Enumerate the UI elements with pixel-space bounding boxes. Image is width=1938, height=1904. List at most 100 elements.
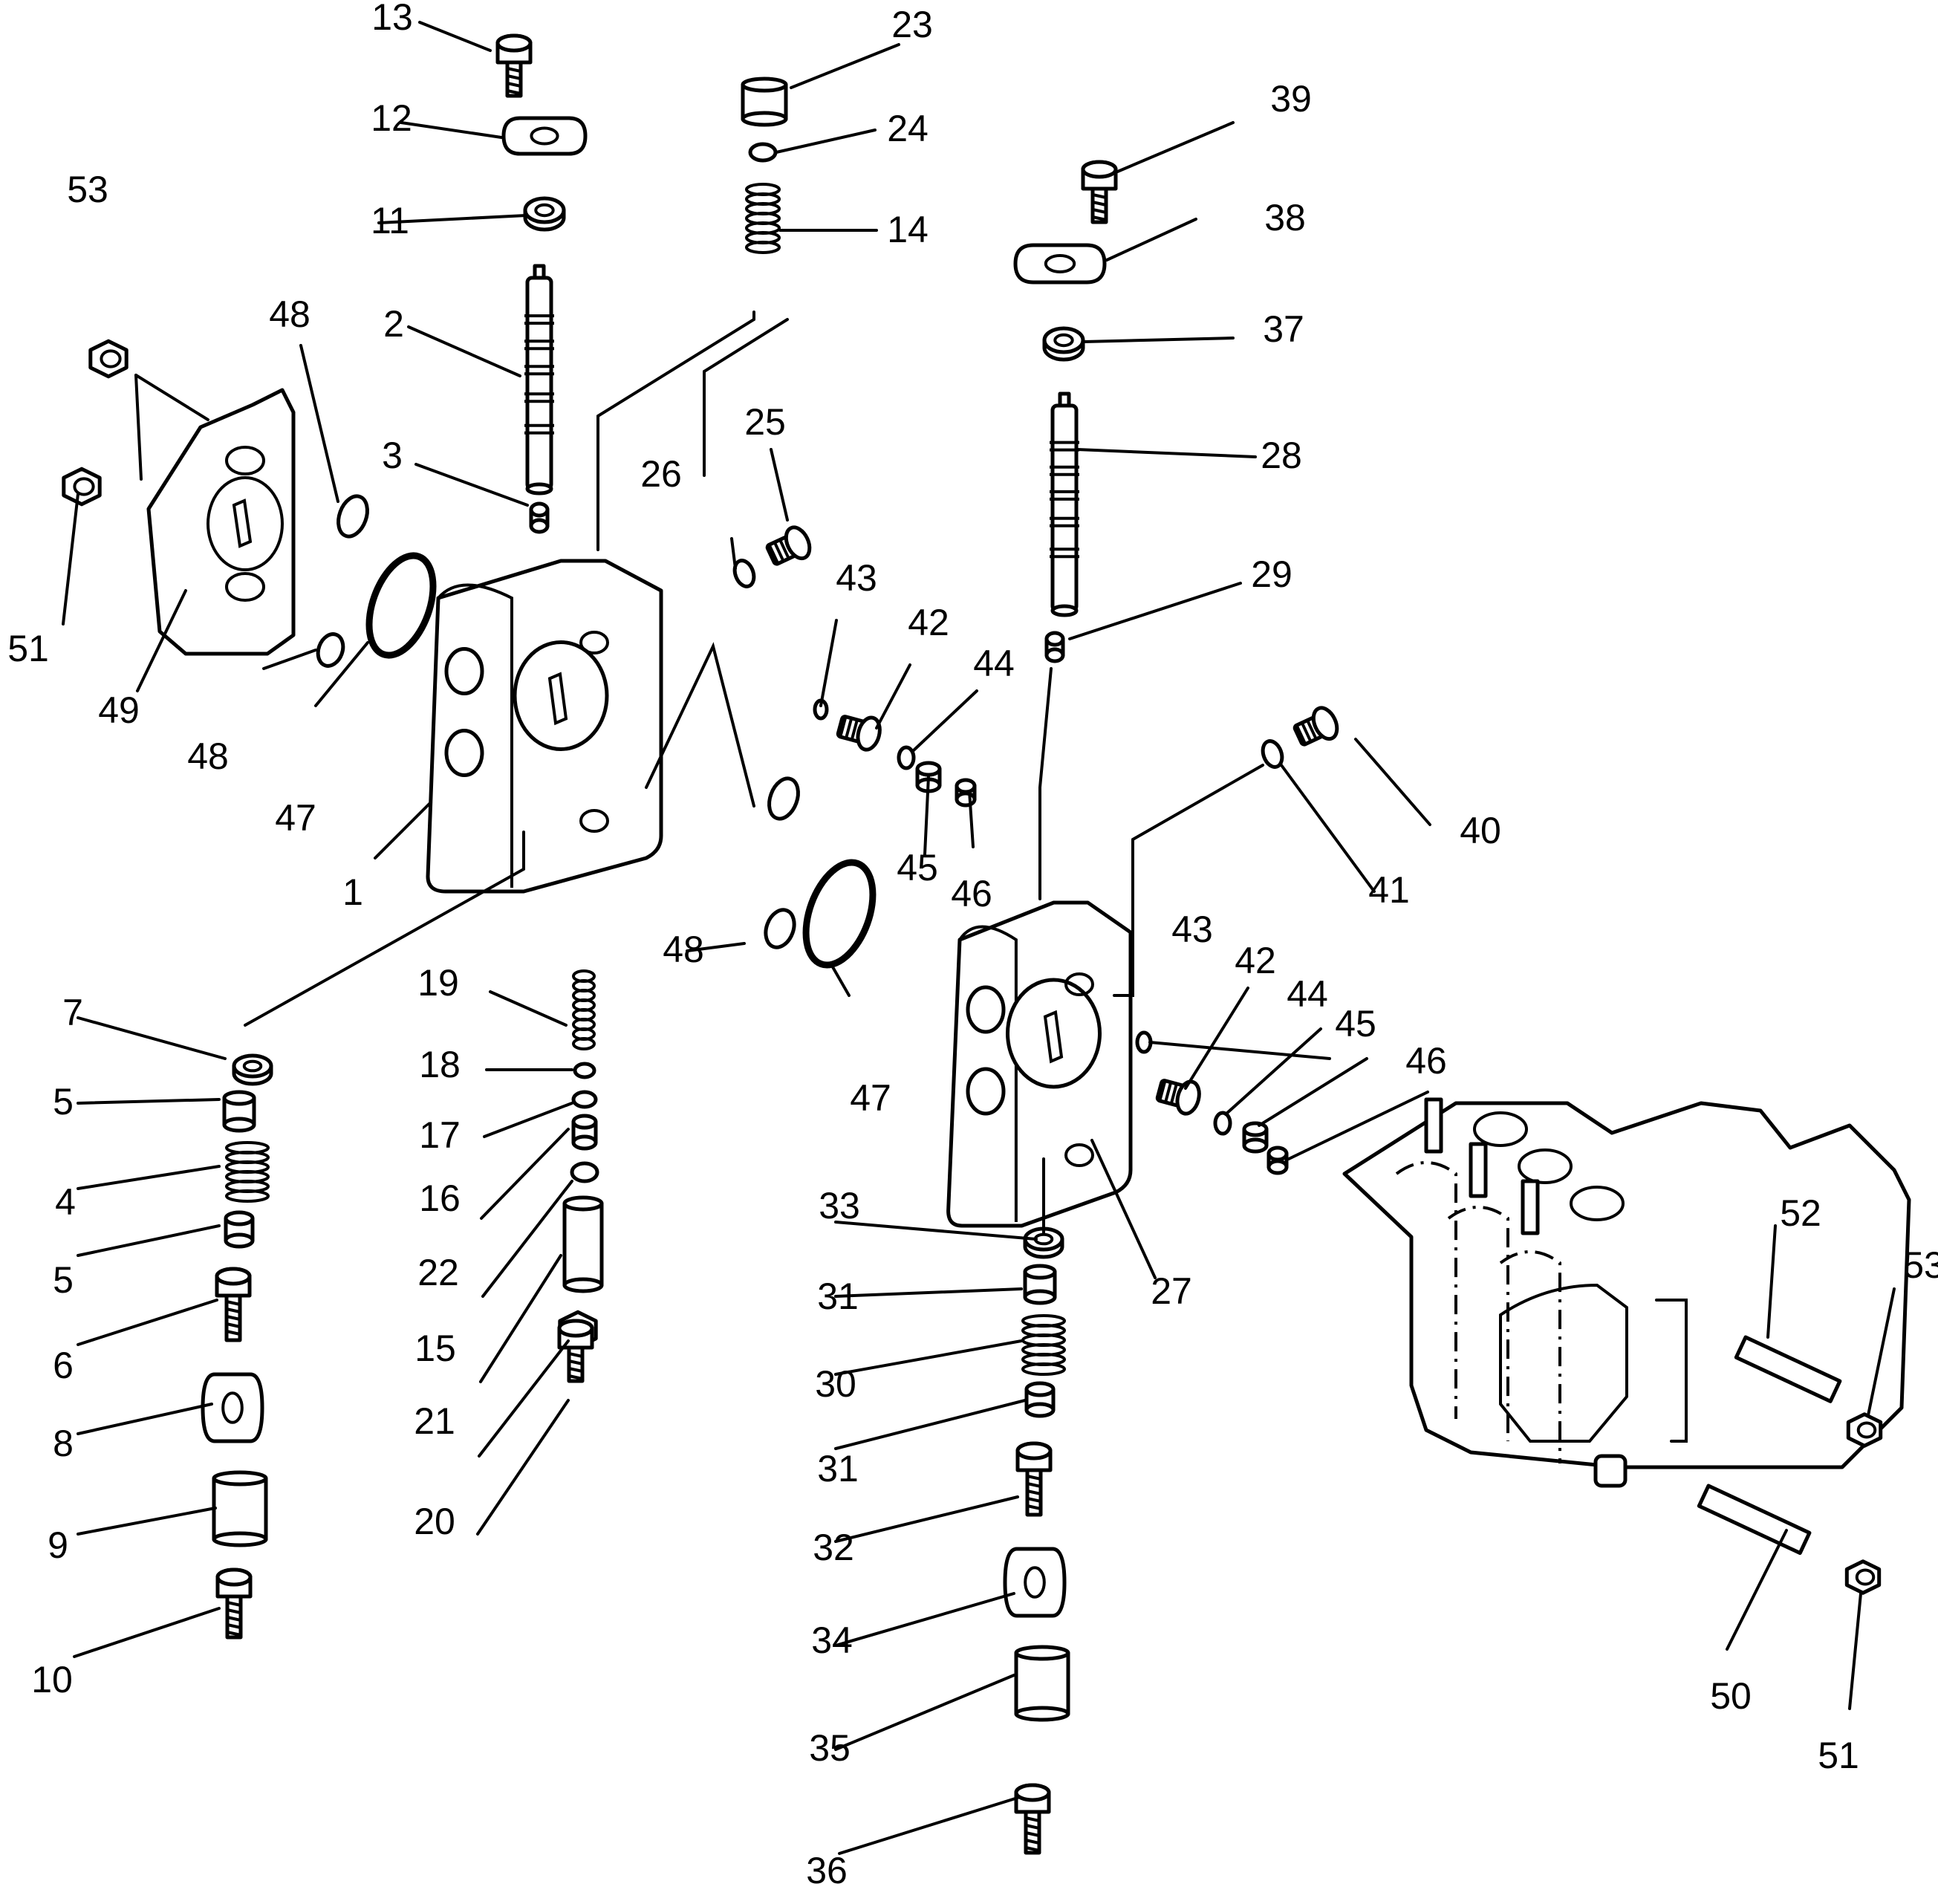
leader-line-61 (830, 964, 851, 997)
leader-line-44 (77, 1016, 227, 1060)
retainer-31b (1024, 1381, 1056, 1418)
callout-label: 46 (951, 873, 992, 914)
leader-line-43 (838, 1796, 1019, 1855)
callout-label: 51 (7, 628, 49, 669)
callout-label: 5 (53, 1259, 74, 1301)
leader-line-0 (418, 21, 492, 52)
callout-label: 47 (275, 797, 316, 839)
flange-38 (1013, 243, 1107, 285)
retainer-31a (1023, 1264, 1057, 1305)
assembled-valve (1342, 1097, 1911, 1488)
callout-label: 12 (371, 97, 412, 139)
cover-49 (146, 388, 296, 656)
leader-line-14 (262, 649, 317, 670)
leader-line-8 (134, 374, 209, 421)
seal-37 (1042, 326, 1085, 362)
callout-label: 10 (31, 1659, 73, 1700)
leader-line-38 (834, 1339, 1023, 1376)
centerline-1 (703, 318, 789, 477)
callout-label: 48 (187, 735, 229, 777)
callout-label: 28 (1261, 435, 1302, 476)
leader-line-55 (480, 1128, 570, 1220)
leader-line-11 (62, 493, 79, 626)
callout-label: 8 (53, 1423, 74, 1464)
callout-label: 44 (973, 643, 1015, 684)
leader-line-39 (834, 1399, 1027, 1450)
piston-15 (562, 1195, 604, 1293)
centerline-0 (596, 311, 755, 551)
valve-body-1 (426, 559, 663, 894)
callout-label: 5 (53, 1081, 74, 1122)
callout-label: 44 (1287, 973, 1328, 1015)
leader-line-25 (912, 689, 978, 752)
leader-line-32 (1224, 1027, 1322, 1116)
callout-label: 30 (815, 1363, 856, 1405)
callout-label: 15 (414, 1328, 456, 1369)
callout-label: 42 (1235, 940, 1276, 981)
callout-label: 14 (887, 209, 929, 250)
spool-28 (1050, 391, 1079, 617)
bolt-39 (1081, 160, 1118, 224)
callout-label: 27 (1151, 1270, 1192, 1312)
oring-48c (767, 776, 800, 821)
valve-body-27 (946, 900, 1133, 1228)
oring-24 (748, 142, 778, 163)
leader-line-46 (77, 1165, 221, 1190)
valve-3 (529, 501, 550, 534)
callout-label: 42 (908, 602, 949, 643)
leader-line-50 (77, 1507, 217, 1536)
callout-label: 23 (891, 4, 933, 45)
callout-label: 6 (53, 1345, 74, 1386)
callout-label: 24 (887, 108, 929, 149)
leader-line-19 (1105, 218, 1197, 261)
leader-line-4 (414, 463, 529, 507)
nut-53 (88, 339, 129, 379)
screw-20 (557, 1319, 594, 1383)
leader-line-26 (923, 775, 930, 856)
leader-line-45 (77, 1098, 221, 1105)
nut-51 (62, 467, 102, 507)
callout-label: 19 (417, 962, 459, 1004)
callout-label: 46 (1405, 1040, 1447, 1082)
retainer-5a (222, 1090, 256, 1133)
callout-label: 2 (383, 303, 404, 345)
oring-41 (1261, 739, 1284, 769)
oring-47b (802, 859, 877, 969)
leader-line-58 (478, 1339, 570, 1458)
callout-label: 21 (414, 1400, 455, 1442)
callout-label: 33 (819, 1185, 860, 1226)
leader-line-22 (1068, 582, 1242, 640)
spring-30 (1021, 1314, 1066, 1376)
callout-label: 52 (1780, 1192, 1821, 1234)
leader-line-18 (1109, 121, 1235, 176)
callout-label: 38 (1264, 197, 1306, 238)
callout-label: 1 (342, 871, 363, 913)
callout-label: 37 (1263, 308, 1304, 350)
leader-line-47 (77, 1224, 221, 1257)
oring-47a (365, 552, 437, 659)
leader-line-35 (1090, 1139, 1157, 1279)
leader-line-57 (479, 1254, 562, 1383)
leader-line-24 (875, 663, 911, 730)
callout-label: 7 (62, 992, 83, 1033)
bolt-36 (1014, 1783, 1051, 1855)
leader-line-42 (834, 1674, 1015, 1751)
callout-label: 9 (48, 1524, 68, 1566)
callout-label: 34 (811, 1619, 853, 1661)
leader-line-16 (730, 537, 737, 570)
poppet-42a (836, 715, 882, 752)
valve-29 (1044, 631, 1065, 663)
retainer-5b (224, 1210, 255, 1249)
leader-line-37 (834, 1287, 1023, 1298)
leader-line-9 (134, 374, 143, 481)
callout-label: 40 (1460, 810, 1501, 851)
callout-label: 39 (1270, 78, 1312, 120)
nut-53b (1846, 1412, 1883, 1448)
plug-25 (765, 525, 812, 566)
leader-line-13 (314, 641, 369, 707)
callout-label: 26 (640, 453, 682, 495)
callout-label: 36 (806, 1850, 848, 1891)
callout-label: 53 (67, 169, 108, 210)
leader-line-1 (400, 121, 503, 139)
spring-19 (572, 969, 596, 1050)
